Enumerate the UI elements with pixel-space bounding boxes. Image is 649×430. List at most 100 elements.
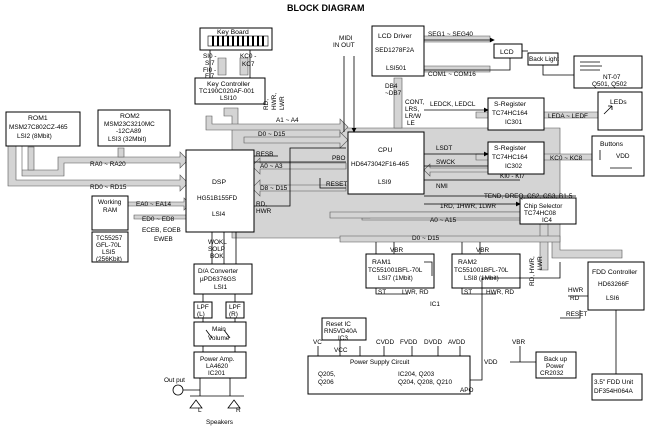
rd-hwr-label-2: HWR, xyxy=(271,93,278,110)
da-converter-part: µPD6376GS xyxy=(200,276,236,283)
backup-power-label: Back up xyxy=(544,356,568,363)
rom2-box xyxy=(97,109,171,147)
da-converter-lsi: LSI1 xyxy=(214,284,228,291)
lsdt-label: LSDT xyxy=(436,145,452,152)
cpu-label: CPU xyxy=(378,147,392,154)
a0-a15-label: A0 ~ A15 xyxy=(430,217,457,224)
component-boxes xyxy=(5,25,645,401)
sreg2-box xyxy=(487,141,545,175)
tend-label: TEND, DREQ, CS2, CS3, B1-5 xyxy=(484,193,573,200)
main-volume-label-2: Volume xyxy=(208,335,230,342)
back-light-label: Back Light xyxy=(529,56,559,63)
fvdd-label: FVDD xyxy=(400,339,418,346)
bok-label: BOK xyxy=(210,253,224,260)
rom1-label: ROM1 xyxy=(28,115,48,122)
db-label-2: ~DB7 xyxy=(385,90,402,97)
nmi-label: NMI xyxy=(436,183,448,190)
rd-hwr-label: RD, xyxy=(263,99,270,110)
avdd-label: AVDD xyxy=(448,339,466,346)
tc55257-label: TC55257 xyxy=(96,235,123,242)
power-supply-q204: Q204, Q208, Q210 xyxy=(398,379,452,386)
ram1-box xyxy=(365,253,435,289)
solp-label: SOLP xyxy=(208,246,225,253)
chip-selector-label: Chip Selector xyxy=(524,203,563,210)
sreg1-label: S-Register xyxy=(494,101,527,108)
ledck-label: LEDCK, LEDCL xyxy=(430,101,476,108)
ram2-box xyxy=(451,253,521,289)
a0-a3-label: A0 ~ A3 xyxy=(260,163,283,170)
reset-ic-label: Reset IC xyxy=(326,321,351,328)
d8-d15-label: D8 ~ D15 xyxy=(260,185,288,192)
fdd-controller-label: FDD Controller xyxy=(592,269,638,276)
dvdd-label: DVDD xyxy=(424,339,442,346)
power-amp-part: LA4620 xyxy=(206,363,228,370)
key-controller-part: TC190C020AF-001 xyxy=(199,88,255,95)
fdd-hwr-label: HWR xyxy=(568,287,584,294)
rd-lwr-label: 1RD, 1HWR, 1LWR xyxy=(440,203,496,210)
power-amp-ic: IC201 xyxy=(208,370,225,377)
fdd-reset-label: RESET xyxy=(566,311,587,318)
da-converter-box xyxy=(193,263,253,295)
fdd-rd-label: RD xyxy=(570,295,580,302)
ram1-vbr-label: VBR xyxy=(390,247,404,254)
sreg2-label: S-Register xyxy=(494,145,527,152)
si-label-2: SI7 xyxy=(205,60,215,67)
ra-label: RA0 ~ RA20 xyxy=(90,161,126,168)
tc55257-box xyxy=(91,231,129,263)
dsp-label: DSP xyxy=(212,179,226,186)
lrs-label: LRS, xyxy=(405,106,419,113)
seg-label: SEG1 ~ SEG40 xyxy=(428,31,473,38)
key-controller-label: Key Controller xyxy=(207,81,251,88)
backup-power-part: CR2032 xyxy=(540,370,564,377)
lpf-l-label: LPF xyxy=(197,304,209,311)
lcd-label: LCD xyxy=(500,49,514,56)
fdd-unit-box xyxy=(591,373,643,401)
buttons-box xyxy=(591,135,645,177)
ram1-part: TC551001BFL-70L xyxy=(368,267,423,274)
rom1-part: MSM27C802CZ-465 xyxy=(9,124,68,131)
lrw-label: LR/W xyxy=(405,113,422,120)
com-label: COM1 ~ COM16 xyxy=(428,71,476,78)
tc55257-lsi: LSI5 xyxy=(102,249,116,256)
midi-inout-label: IN OUT xyxy=(333,42,355,49)
hwr-label: HWR xyxy=(256,208,272,215)
power-supply-q206: Q206 xyxy=(318,379,334,386)
resb-label: RESB xyxy=(256,151,273,158)
fdd-controller-box xyxy=(587,261,645,311)
speaker-r-label: R xyxy=(236,407,241,414)
a1-a4-label: A1 ~ A4 xyxy=(276,117,299,124)
leds-label: LEDs xyxy=(610,99,627,106)
ram1-st-label: ST xyxy=(378,289,386,296)
rd-hwr-lwr-label-2: LWR xyxy=(537,256,544,270)
kc-label: KC0 - xyxy=(240,53,256,60)
lpf-l-channel: (L) xyxy=(197,311,205,318)
dsp-part: HG51B155FD xyxy=(197,195,238,202)
ki-label: KI0 - KI7 xyxy=(500,173,525,180)
rom2-part: MSM23C3210MC xyxy=(104,121,155,128)
power-amp-label: Power Amp. xyxy=(200,356,235,363)
main-volume-box xyxy=(193,321,247,347)
sreg2-part: TC74HC164 xyxy=(492,154,528,161)
reset-ic-ic: IC3 xyxy=(338,335,348,342)
d0-d15-label: D0 ~ D15 xyxy=(258,131,286,138)
speakers-label: Speakers xyxy=(206,419,233,426)
leda-label: LEDA ~ LEDF xyxy=(548,113,588,120)
le-label: LE xyxy=(407,120,415,127)
ram2-vbr-label: VBR xyxy=(476,247,490,254)
fdd-controller-lsi: LSI6 xyxy=(606,295,620,302)
working-ram-label-2: RAM xyxy=(103,207,117,214)
nt07-transistors: Q501, Q502 xyxy=(592,81,627,88)
tc55257-size: (256Kbit) xyxy=(96,256,122,263)
lpf-r-label: LPF xyxy=(229,304,241,311)
backup-vdd-label: VDD xyxy=(484,359,498,366)
output-label: Out put xyxy=(164,377,185,384)
fdd-controller-part: HD63266F xyxy=(598,281,629,288)
keyboard-label: Key Board xyxy=(217,29,249,36)
buttons-label: Buttons xyxy=(600,141,624,148)
ram1-lwr-rd-label: LWR, RD xyxy=(402,289,429,296)
power-supply-box xyxy=(307,355,471,395)
sreg2-ic: IC302 xyxy=(505,163,522,170)
diagram-title: BLOCK DIAGRAM xyxy=(287,3,365,13)
